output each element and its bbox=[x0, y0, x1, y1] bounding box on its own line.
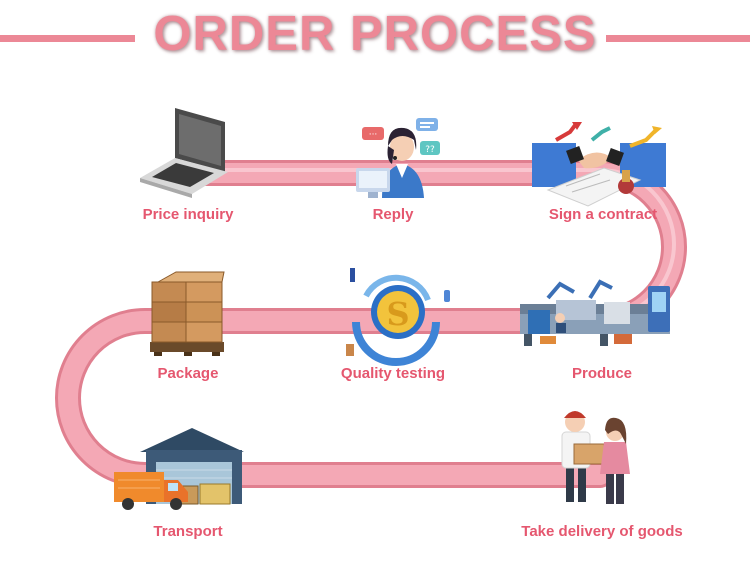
page-title: ORDER PROCESS bbox=[153, 7, 597, 61]
factory-line-icon bbox=[520, 279, 670, 346]
step-label-price-inquiry: Price inquiry bbox=[142, 206, 234, 223]
step-label-produce: Produce bbox=[571, 365, 633, 382]
title-line-right bbox=[606, 35, 750, 42]
handshake-contract-icon bbox=[532, 122, 666, 207]
step-label-reply: Reply bbox=[372, 206, 414, 223]
svg-text:??: ?? bbox=[425, 145, 435, 155]
svg-text:···: ··· bbox=[369, 130, 378, 140]
boxes-pallet-icon bbox=[150, 271, 225, 356]
delivery-people-icon bbox=[561, 411, 630, 504]
warehouse-truck-icon bbox=[114, 428, 244, 510]
customer-service-icon: ··· ?? bbox=[356, 118, 440, 198]
step-label-take-delivery: Take delivery of goods bbox=[521, 523, 683, 540]
step-label-sign-contract: Sign a contract bbox=[548, 206, 658, 223]
step-label-transport: Transport bbox=[153, 523, 223, 540]
svg-text:S: S bbox=[386, 295, 409, 333]
step-label-package: Package bbox=[157, 365, 219, 382]
title-line-left bbox=[0, 35, 135, 42]
laptop-icon bbox=[140, 108, 228, 198]
quality-seal-icon: S bbox=[346, 268, 450, 366]
step-label-quality-testing: Quality testing bbox=[340, 365, 446, 382]
